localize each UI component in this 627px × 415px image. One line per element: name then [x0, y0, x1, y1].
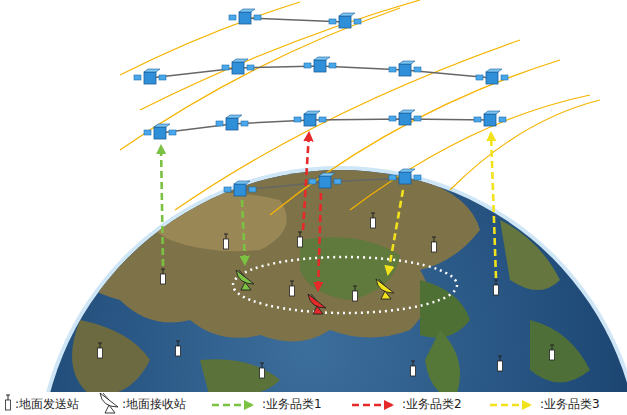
legend-text: :业务品类3 [540, 397, 600, 411]
legend-text: :地面接收站 [122, 397, 186, 411]
legend-text: :业务品类2 [402, 397, 462, 411]
legend-text: :业务品类1 [262, 397, 322, 411]
legend-text: :地面发送站 [15, 397, 79, 411]
